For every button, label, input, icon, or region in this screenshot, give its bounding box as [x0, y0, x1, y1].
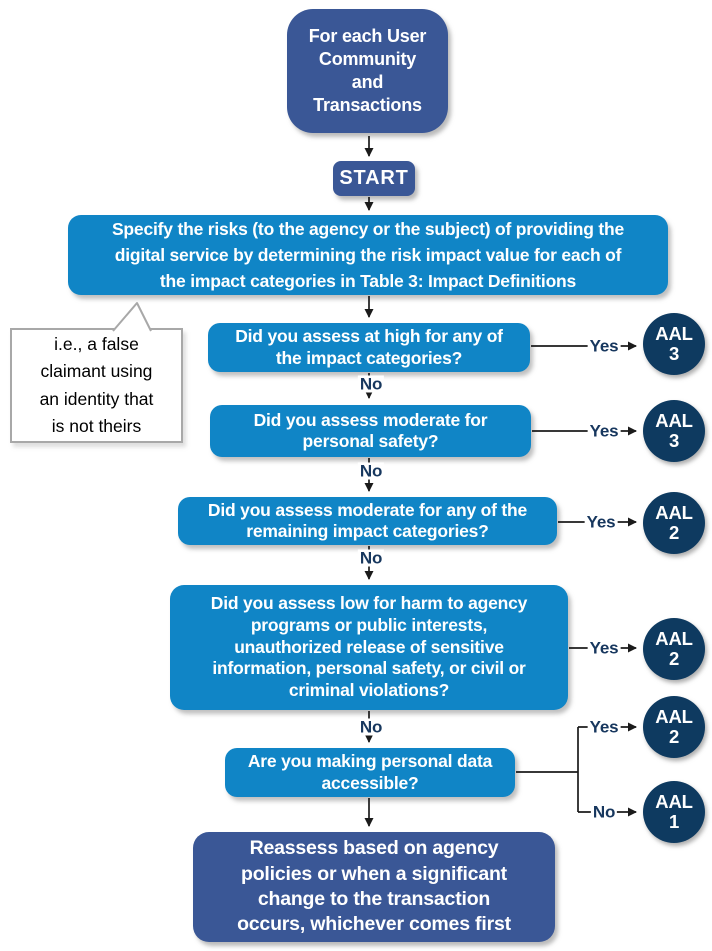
decision-moderate-personal-safety: Did you assess moderate for personal saf…: [210, 405, 531, 457]
connector-q5-branch: [516, 727, 579, 812]
yes-label-5: Yes: [587, 717, 621, 737]
reassess-box: Reassess based on agency policies or whe…: [193, 832, 555, 942]
outcome-level: 3: [668, 343, 680, 364]
no-label-4: No: [357, 717, 385, 737]
outcome-title: AAL: [655, 502, 693, 524]
outcome-aal2-low-harm: AAL 2: [643, 618, 705, 680]
yes-label-3: Yes: [584, 512, 618, 532]
outcome-title: AAL: [655, 323, 693, 345]
risk-specification-box: Specify the risks (to the agency or the …: [68, 215, 668, 295]
yes-label-2: Yes: [587, 421, 621, 441]
outcome-aal3-high: AAL 3: [643, 313, 705, 375]
outcome-title: AAL: [655, 410, 693, 432]
outcome-aal2-personal-data-yes: AAL 2: [643, 696, 705, 758]
outcome-level: 2: [668, 522, 680, 543]
outcome-aal3-personal-safety: AAL 3: [643, 400, 705, 462]
yes-label-4: Yes: [587, 638, 621, 658]
decision-personal-data: Are you making personal data accessible?: [225, 748, 515, 797]
decision-moderate-remaining: Did you assess moderate for any of the r…: [178, 497, 557, 545]
decision-low-harm: Did you assess low for harm to agency pr…: [170, 585, 568, 710]
start-node: START: [333, 161, 415, 196]
outcome-aal1-personal-data-no: AAL 1: [643, 781, 705, 843]
outcome-level: 3: [668, 430, 680, 451]
outcome-level: 1: [668, 811, 680, 832]
outcome-title: AAL: [655, 706, 693, 728]
no-label-1: No: [357, 374, 385, 394]
outcome-level: 2: [668, 726, 680, 747]
outcome-level: 2: [668, 648, 680, 669]
outcome-title: AAL: [655, 628, 693, 650]
yes-label-1: Yes: [587, 336, 621, 356]
no-label-5: No: [590, 802, 618, 822]
decision-assess-high: Did you assess at high for any of the im…: [208, 323, 530, 372]
no-label-2: No: [357, 461, 385, 481]
user-community-box: For each User Community and Transactions: [287, 9, 448, 133]
callout-false-claimant: i.e., a false claimant using an identity…: [10, 328, 183, 443]
callout-pointer: [112, 302, 152, 332]
outcome-aal2-remaining: AAL 2: [643, 492, 705, 554]
no-label-3: No: [357, 548, 385, 568]
outcome-title: AAL: [655, 791, 693, 813]
